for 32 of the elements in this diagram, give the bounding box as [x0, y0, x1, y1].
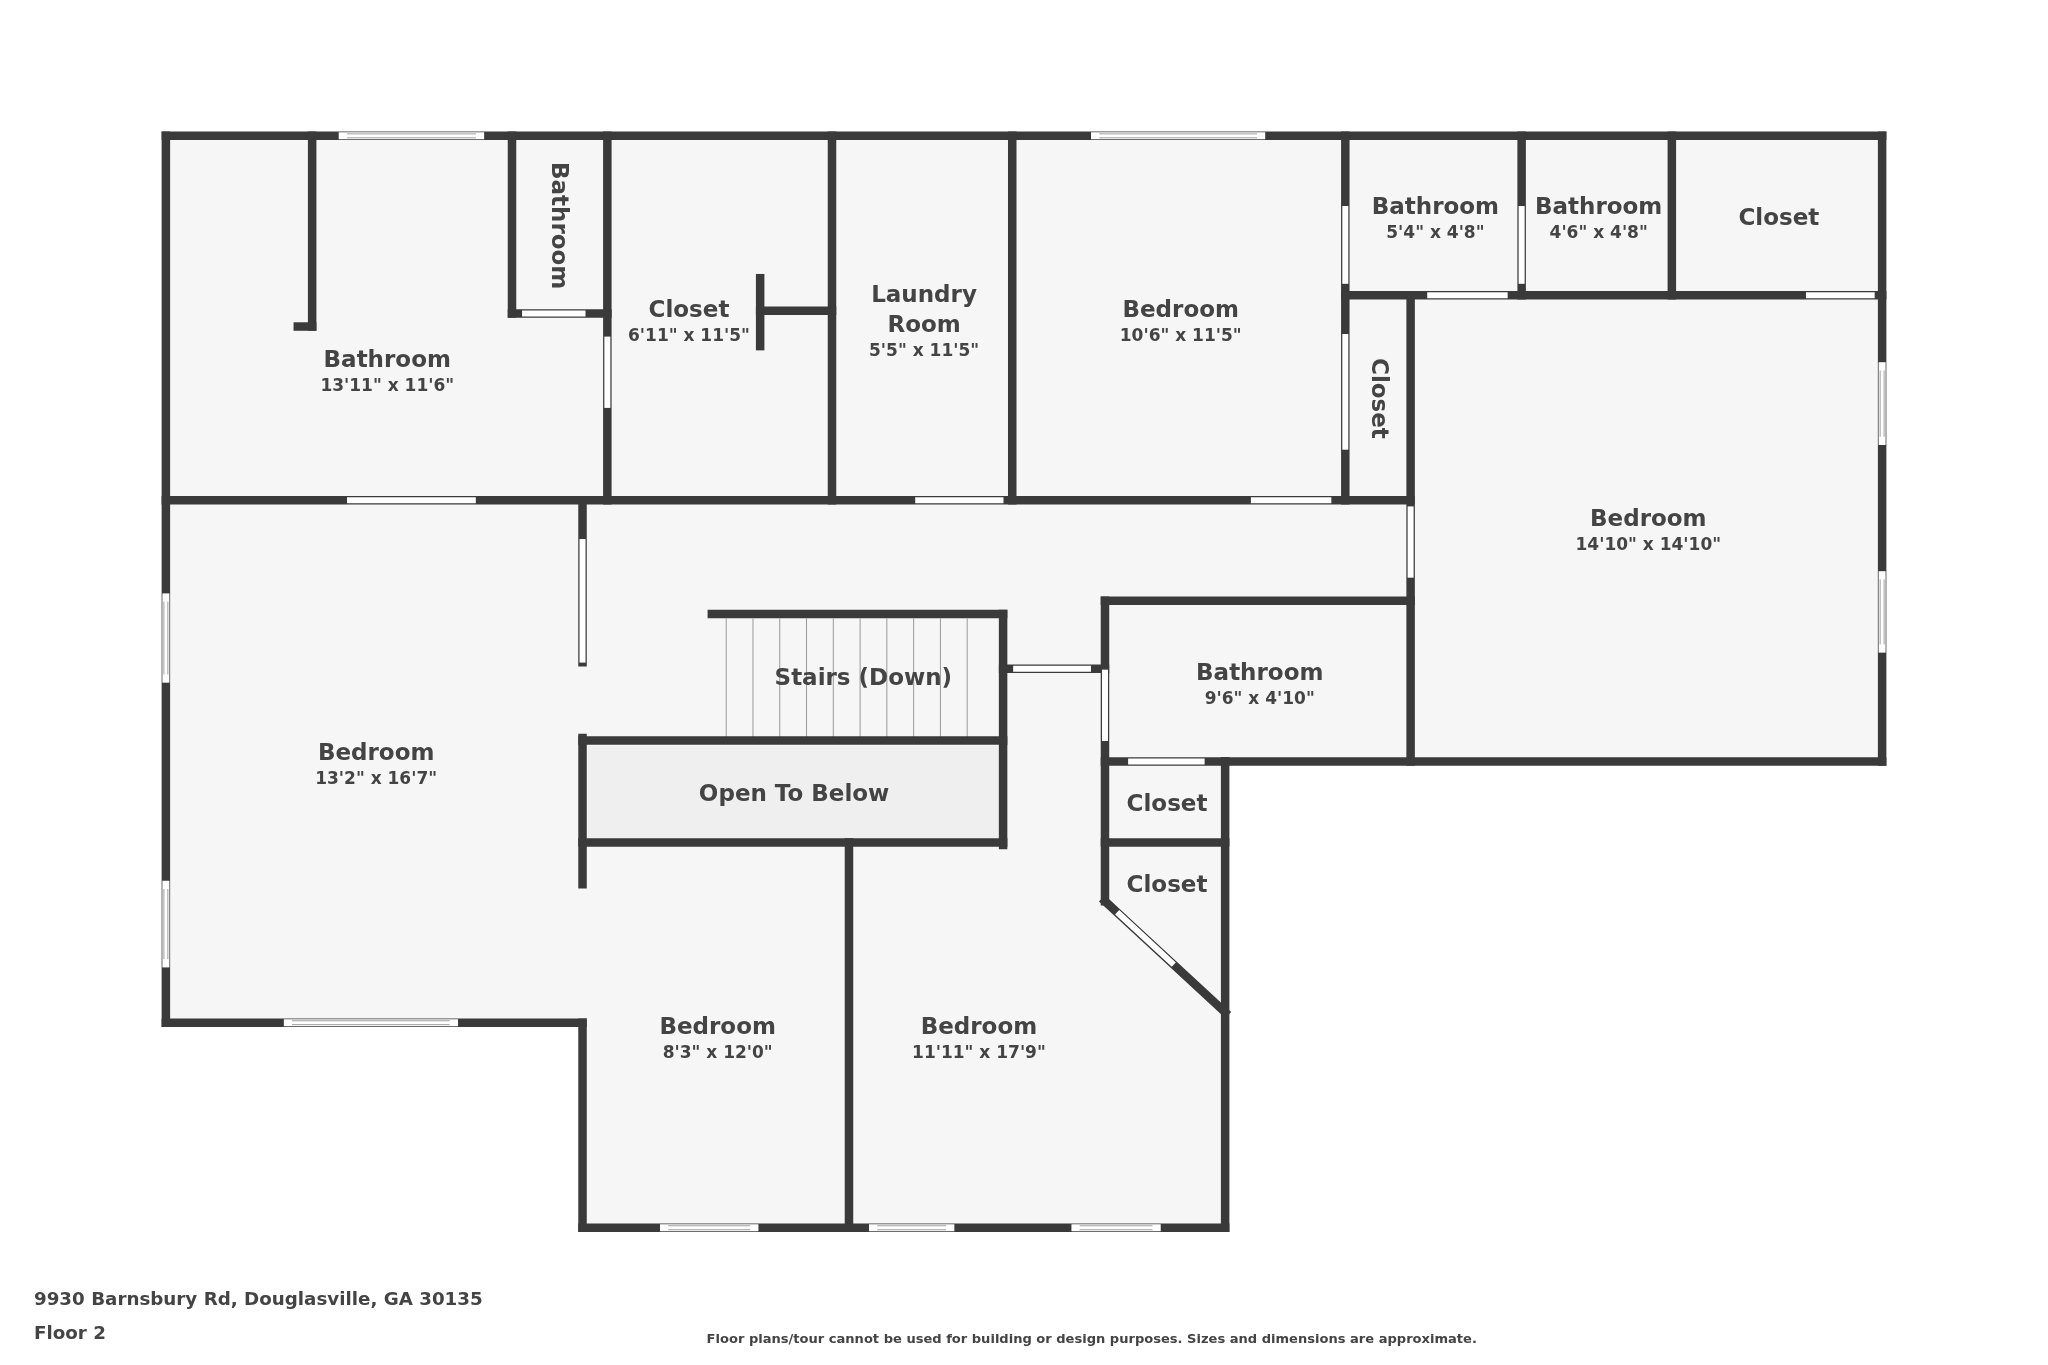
room-dimensions: 8'3" x 12'0" [662, 1041, 773, 1064]
disclaimer-note: Floor plans/tour cannot be used for building or design purposes. Sizes and dimensions are approximate. [706, 1330, 1477, 1346]
address-text: 9930 Barnsbury Rd, Douglasville, GA 30135 [33, 1287, 483, 1309]
room-dimensions: 13'2" x 16'7" [315, 767, 438, 790]
floor-label: Floor 2 [33, 1321, 106, 1343]
room-name: Laundry Room [870, 280, 978, 339]
room-name: Stairs (Down) [774, 663, 953, 693]
room-name: Bedroom [920, 1012, 1038, 1042]
room-dimensions: 14'10" x 14'10" [1575, 532, 1722, 555]
room-name: Bedroom [317, 738, 435, 768]
room-name: Open To Below [698, 779, 890, 809]
room-dimensions: 5'4" x 4'8" [1386, 221, 1485, 244]
room-dimensions: 13'11" x 11'6" [320, 373, 455, 396]
room-name: Closet [1126, 789, 1208, 819]
room-name: Bathroom [1535, 192, 1663, 222]
room-name: Bathroom [323, 344, 451, 374]
room-name: Bedroom [1122, 295, 1239, 324]
room-dimensions: 4'6" x 4'8" [1549, 221, 1648, 244]
room-name: Closet [1365, 357, 1394, 439]
room-dimensions: 10'6" x 11'5" [1119, 324, 1242, 346]
room-name: Closet [648, 295, 730, 324]
room-name: Bathroom [1371, 192, 1500, 222]
room-name: Closet [1738, 203, 1820, 233]
room-dimensions: 9'6" x 4'10" [1204, 687, 1315, 710]
room-name: Bathroom [546, 162, 575, 290]
room-name: Closet [1126, 869, 1208, 899]
room-dimensions: 5'5" x 11'5" [869, 339, 980, 361]
room-dimensions: 6'11" x 11'5" [628, 324, 750, 346]
room-name: Bedroom [659, 1012, 776, 1042]
room-name: Bathroom [1196, 658, 1324, 688]
room-dimensions: 11'11" x 17'9" [912, 1041, 1046, 1064]
room-name: Bedroom [1590, 503, 1707, 533]
